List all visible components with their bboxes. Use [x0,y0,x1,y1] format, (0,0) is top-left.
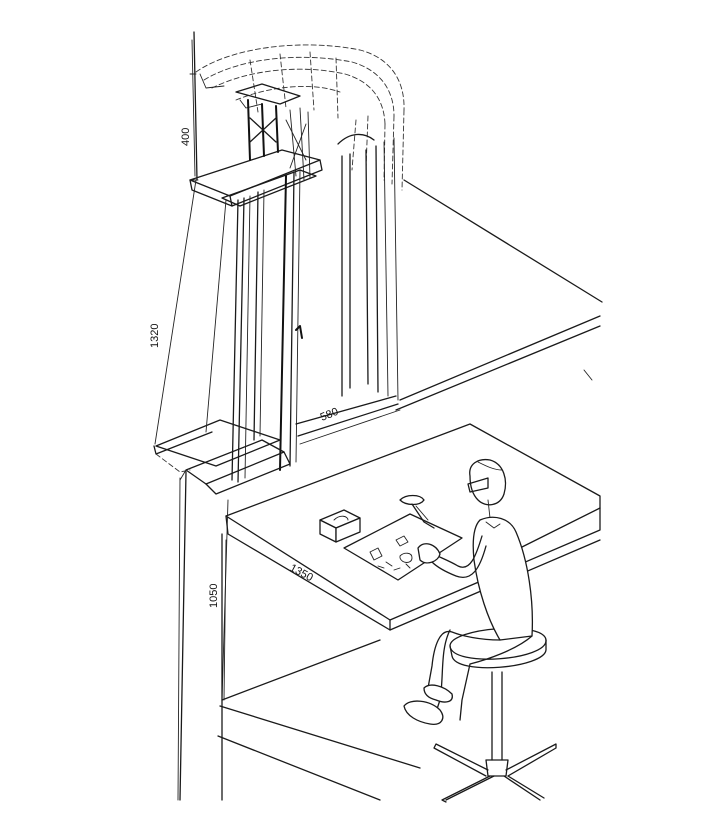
dimension-lines [154,73,229,801]
desk [225,423,601,631]
dimension-window-width: 580 [319,406,341,424]
stool [433,627,557,803]
window-sill [153,419,291,495]
seated-person [403,458,533,725]
lintel-truss [189,83,323,207]
room-walls [395,179,603,411]
dimension-window-height: 1320 [149,324,161,348]
dimension-lintel-height: 400 [180,128,192,146]
dimension-sill-height: 1050 [208,584,220,608]
window-frames [231,133,401,483]
left-wall-edge [179,31,198,801]
lower-room [217,533,421,801]
